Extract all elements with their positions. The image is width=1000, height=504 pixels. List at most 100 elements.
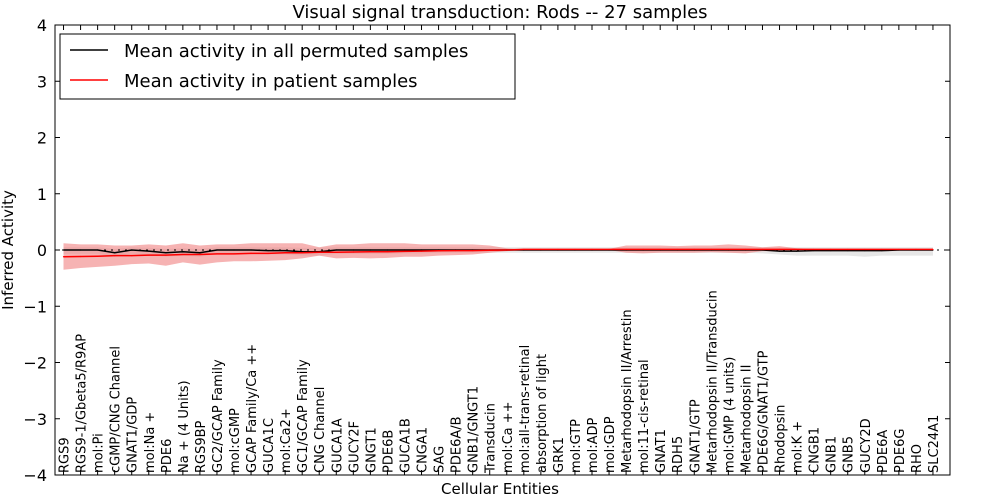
point-series-0 (62, 249, 65, 251)
x-tick-label: CNGB1 (808, 427, 823, 473)
y-tick-label: 0 (37, 241, 47, 260)
point-series-1 (864, 248, 866, 251)
point-series-1 (813, 248, 815, 251)
x-tick-label: SAG (433, 446, 448, 473)
x-tick-label: RHO (910, 444, 925, 473)
point-series-0 (813, 249, 815, 252)
point-series-0 (165, 252, 167, 254)
x-tick-label: GNAT1/GDP (126, 397, 141, 473)
x-tick-label: GUCY2D (859, 418, 874, 473)
point-series-1 (761, 248, 764, 251)
point-series-1 (523, 248, 525, 251)
x-tick-label: mol:Ca ++ (501, 401, 516, 473)
x-axis-label: Cellular Entities (441, 480, 559, 498)
x-tick-label: PDE6A (876, 430, 891, 473)
y-tick-label: 2 (37, 129, 47, 148)
y-axis-label: Inferred Activity (0, 190, 17, 310)
point-series-1 (693, 248, 695, 251)
point-series-0 (301, 251, 303, 253)
point-series-1 (506, 249, 508, 251)
point-series-1 (437, 250, 440, 252)
x-tick-label: GUCA1B (398, 418, 413, 473)
x-tick-label: mol:11-cis-retinal (637, 359, 652, 473)
x-tick-label: mol:ADP (586, 417, 601, 473)
point-series-1 (557, 248, 559, 251)
point-series-1 (778, 248, 781, 251)
point-series-0 (233, 249, 235, 251)
x-tick-label: Na + (4 Units) (177, 380, 192, 473)
point-series-1 (932, 248, 934, 251)
x-tick-label: mol:GTP (569, 419, 584, 473)
confidence-bands (63, 243, 933, 270)
point-series-0 (369, 249, 371, 251)
x-tick-label: GUCA1C (262, 418, 277, 473)
x-tick-label: GC1/GCAP Family (296, 359, 311, 473)
x-tick-label: Rhodopsin (774, 405, 789, 473)
y-tick-label: −3 (23, 410, 47, 429)
point-series-0 (881, 249, 883, 252)
point-series-1 (318, 251, 320, 253)
x-tick-label: Metarhodopsin II (739, 365, 754, 473)
y-tick-label: 1 (37, 185, 47, 204)
point-series-0 (284, 249, 286, 252)
y-tick-label: 4 (37, 16, 47, 35)
point-series-1 (574, 248, 576, 251)
x-tick-label: GNB1 (825, 436, 840, 473)
x-tick-label: RGS9-1/Gbeta5/R9AP (75, 334, 90, 473)
x-tick-label: GCAP Family/Ca ++ (245, 344, 260, 473)
point-series-1 (352, 251, 354, 253)
point-series-0 (403, 249, 406, 251)
x-tick-label: GUCA1A (330, 418, 345, 473)
x-tick-label: Transducin (484, 403, 499, 474)
point-series-0 (864, 249, 866, 252)
x-tick-label: GRK1 (552, 437, 567, 473)
point-series-0 (216, 249, 218, 251)
point-series-1 (131, 255, 133, 257)
line-series-1 (63, 248, 933, 258)
x-tick-label: CNG Channel (313, 387, 328, 473)
x-tick-label: SLC24A1 (927, 415, 942, 473)
x-tick-label: mol:K + (791, 421, 806, 473)
x-tick-label: mol:Na + (143, 412, 158, 473)
point-series-1 (335, 251, 337, 253)
x-tick-label: RGS9BP (194, 420, 209, 473)
point-series-0 (148, 250, 150, 252)
series-lines (62, 248, 934, 258)
point-series-1 (182, 253, 184, 256)
point-series-1 (386, 251, 389, 253)
x-tick-label: GNGT1 (364, 427, 379, 473)
point-series-1 (830, 248, 832, 251)
point-series-1 (148, 254, 150, 256)
point-series-1 (642, 248, 644, 251)
point-series-1 (97, 255, 99, 257)
x-tick-label: mol:cGMP (228, 408, 243, 473)
x-tick-label: mol:all-trans-retinal (518, 345, 533, 473)
point-series-0 (420, 249, 423, 251)
x-tick-label: RGS9 (58, 437, 73, 473)
point-series-1 (165, 254, 167, 256)
legend-label-permuted: Mean activity in all permuted samples (124, 41, 468, 62)
point-series-1 (659, 248, 661, 251)
point-series-0 (131, 249, 133, 251)
point-series-1 (727, 248, 729, 251)
point-series-0 (335, 249, 337, 251)
point-series-1 (455, 249, 457, 252)
point-series-0 (778, 250, 781, 252)
x-tick-label: mol:GDP (603, 416, 618, 473)
x-tick-label: PDE6A/B (450, 416, 465, 473)
point-series-1 (369, 251, 371, 253)
point-series-1 (79, 255, 82, 258)
point-series-0 (97, 249, 99, 251)
point-series-1 (710, 248, 712, 251)
y-tick-label: −1 (23, 297, 47, 316)
point-series-0 (352, 249, 354, 251)
point-series-1 (540, 248, 542, 251)
point-series-1 (676, 248, 678, 251)
x-tick-label: GNAT1/GTP (688, 399, 703, 473)
x-tick-label: cGMP/CNG Channel (109, 346, 124, 473)
point-series-1 (472, 249, 474, 252)
point-series-0 (795, 250, 798, 252)
point-series-1 (847, 248, 849, 251)
